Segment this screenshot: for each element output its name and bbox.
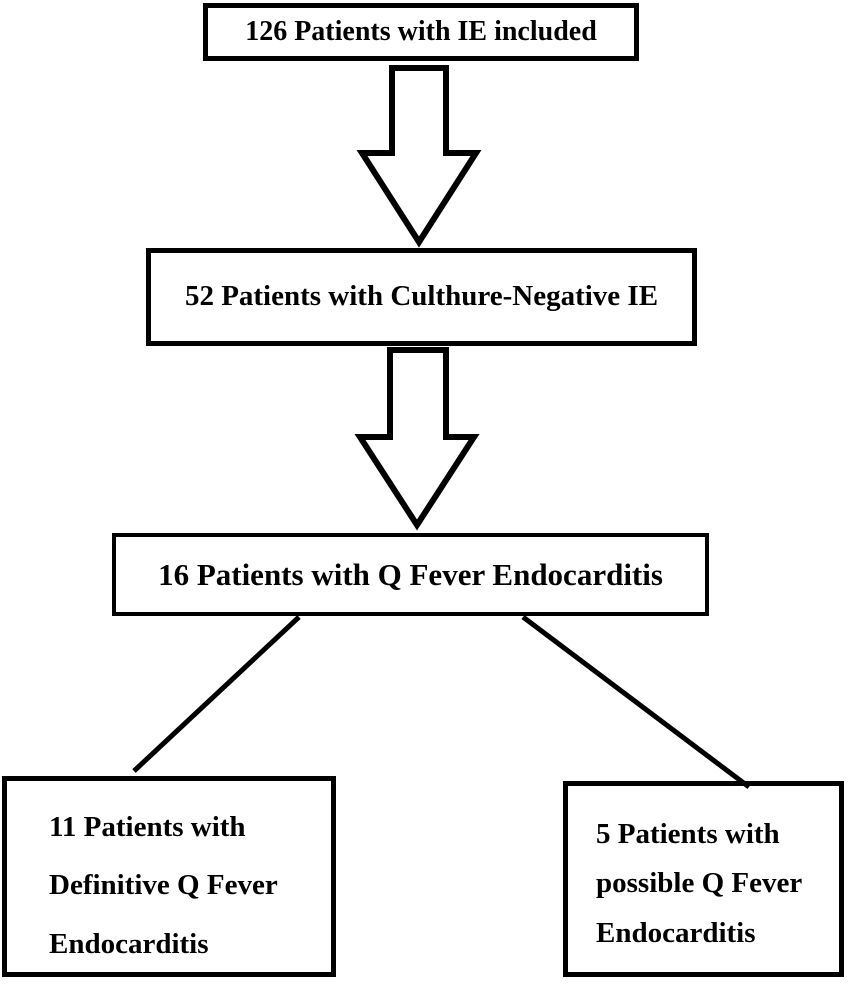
node-culture-negative-label: 52 Patients with Culthure-Negative IE — [184, 280, 659, 313]
down-block-arrow-2 — [354, 347, 480, 531]
node-definitive-line-1: 11 Patients with — [49, 811, 246, 843]
down-block-arrow-1 — [356, 65, 482, 248]
node-definitive-line-2: Definitive Q Fever — [49, 869, 278, 902]
node-definitive-q-fever: 11 Patients with Definitive Q Fever Endo… — [2, 776, 336, 977]
branch-line-left — [132, 615, 301, 773]
branch-line-right — [521, 615, 751, 789]
node-ie-included: 126 Patients with IE included — [203, 3, 639, 61]
node-definitive-line-3: Endocarditis — [49, 927, 209, 960]
node-possible-line-3: Endocarditis — [596, 916, 756, 949]
node-culture-negative: 52 Patients with Culthure-Negative IE — [146, 248, 697, 346]
node-q-fever-endocarditis-label: 16 Patients with Q Fever Endocarditis — [158, 556, 663, 592]
node-q-fever-endocarditis: 16 Patients with Q Fever Endocarditis — [112, 533, 709, 616]
node-ie-included-label: 126 Patients with IE included — [245, 15, 597, 47]
node-possible-line-2: possible Q Fever — [596, 867, 803, 900]
node-possible-q-fever: 5 Patients with possible Q Fever Endocar… — [563, 781, 844, 977]
node-possible-line-1: 5 Patients with — [596, 818, 780, 850]
